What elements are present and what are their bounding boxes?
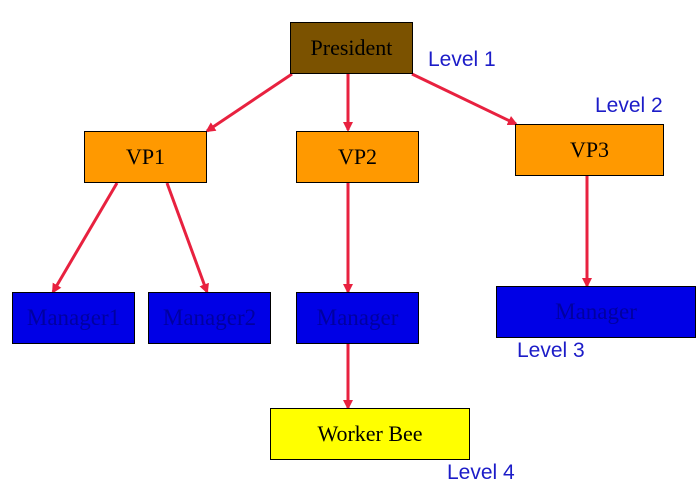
- arrow-president-vp1: [205, 72, 293, 133]
- worker-bee-label: Worker Bee: [317, 421, 423, 446]
- manager2-box: Manager2: [148, 292, 271, 344]
- vp2-label: VP2: [337, 144, 378, 169]
- arrow-vp1-manager1: [51, 182, 119, 294]
- vp2-box: VP2: [296, 131, 419, 183]
- vp3-box: VP3: [515, 124, 664, 176]
- manager-vp3-box: Manager: [496, 286, 696, 338]
- manager-vp2-label: Manager: [316, 305, 399, 330]
- manager-vp3-label: Manager: [555, 299, 637, 324]
- arrow-president-vp3: [411, 72, 518, 126]
- manager2-label: Manager2: [162, 305, 257, 330]
- level-1-label: Level 1: [428, 48, 496, 71]
- president-label: President: [310, 35, 393, 60]
- worker-bee-box: Worker Bee: [270, 408, 470, 460]
- arrow-vp1-manager2: [165, 182, 209, 294]
- level-4-label: Level 4: [447, 461, 515, 484]
- vp1-box: VP1: [84, 131, 207, 183]
- manager1-label: Manager1: [26, 305, 121, 330]
- level-2-label: Level 2: [595, 94, 663, 117]
- level-3-label: Level 3: [517, 339, 585, 362]
- vp1-label: VP1: [125, 144, 166, 169]
- manager-vp2-box: Manager: [296, 292, 419, 344]
- vp3-label: VP3: [569, 137, 610, 162]
- president-box: President: [290, 22, 413, 74]
- manager1-box: Manager1: [12, 292, 135, 344]
